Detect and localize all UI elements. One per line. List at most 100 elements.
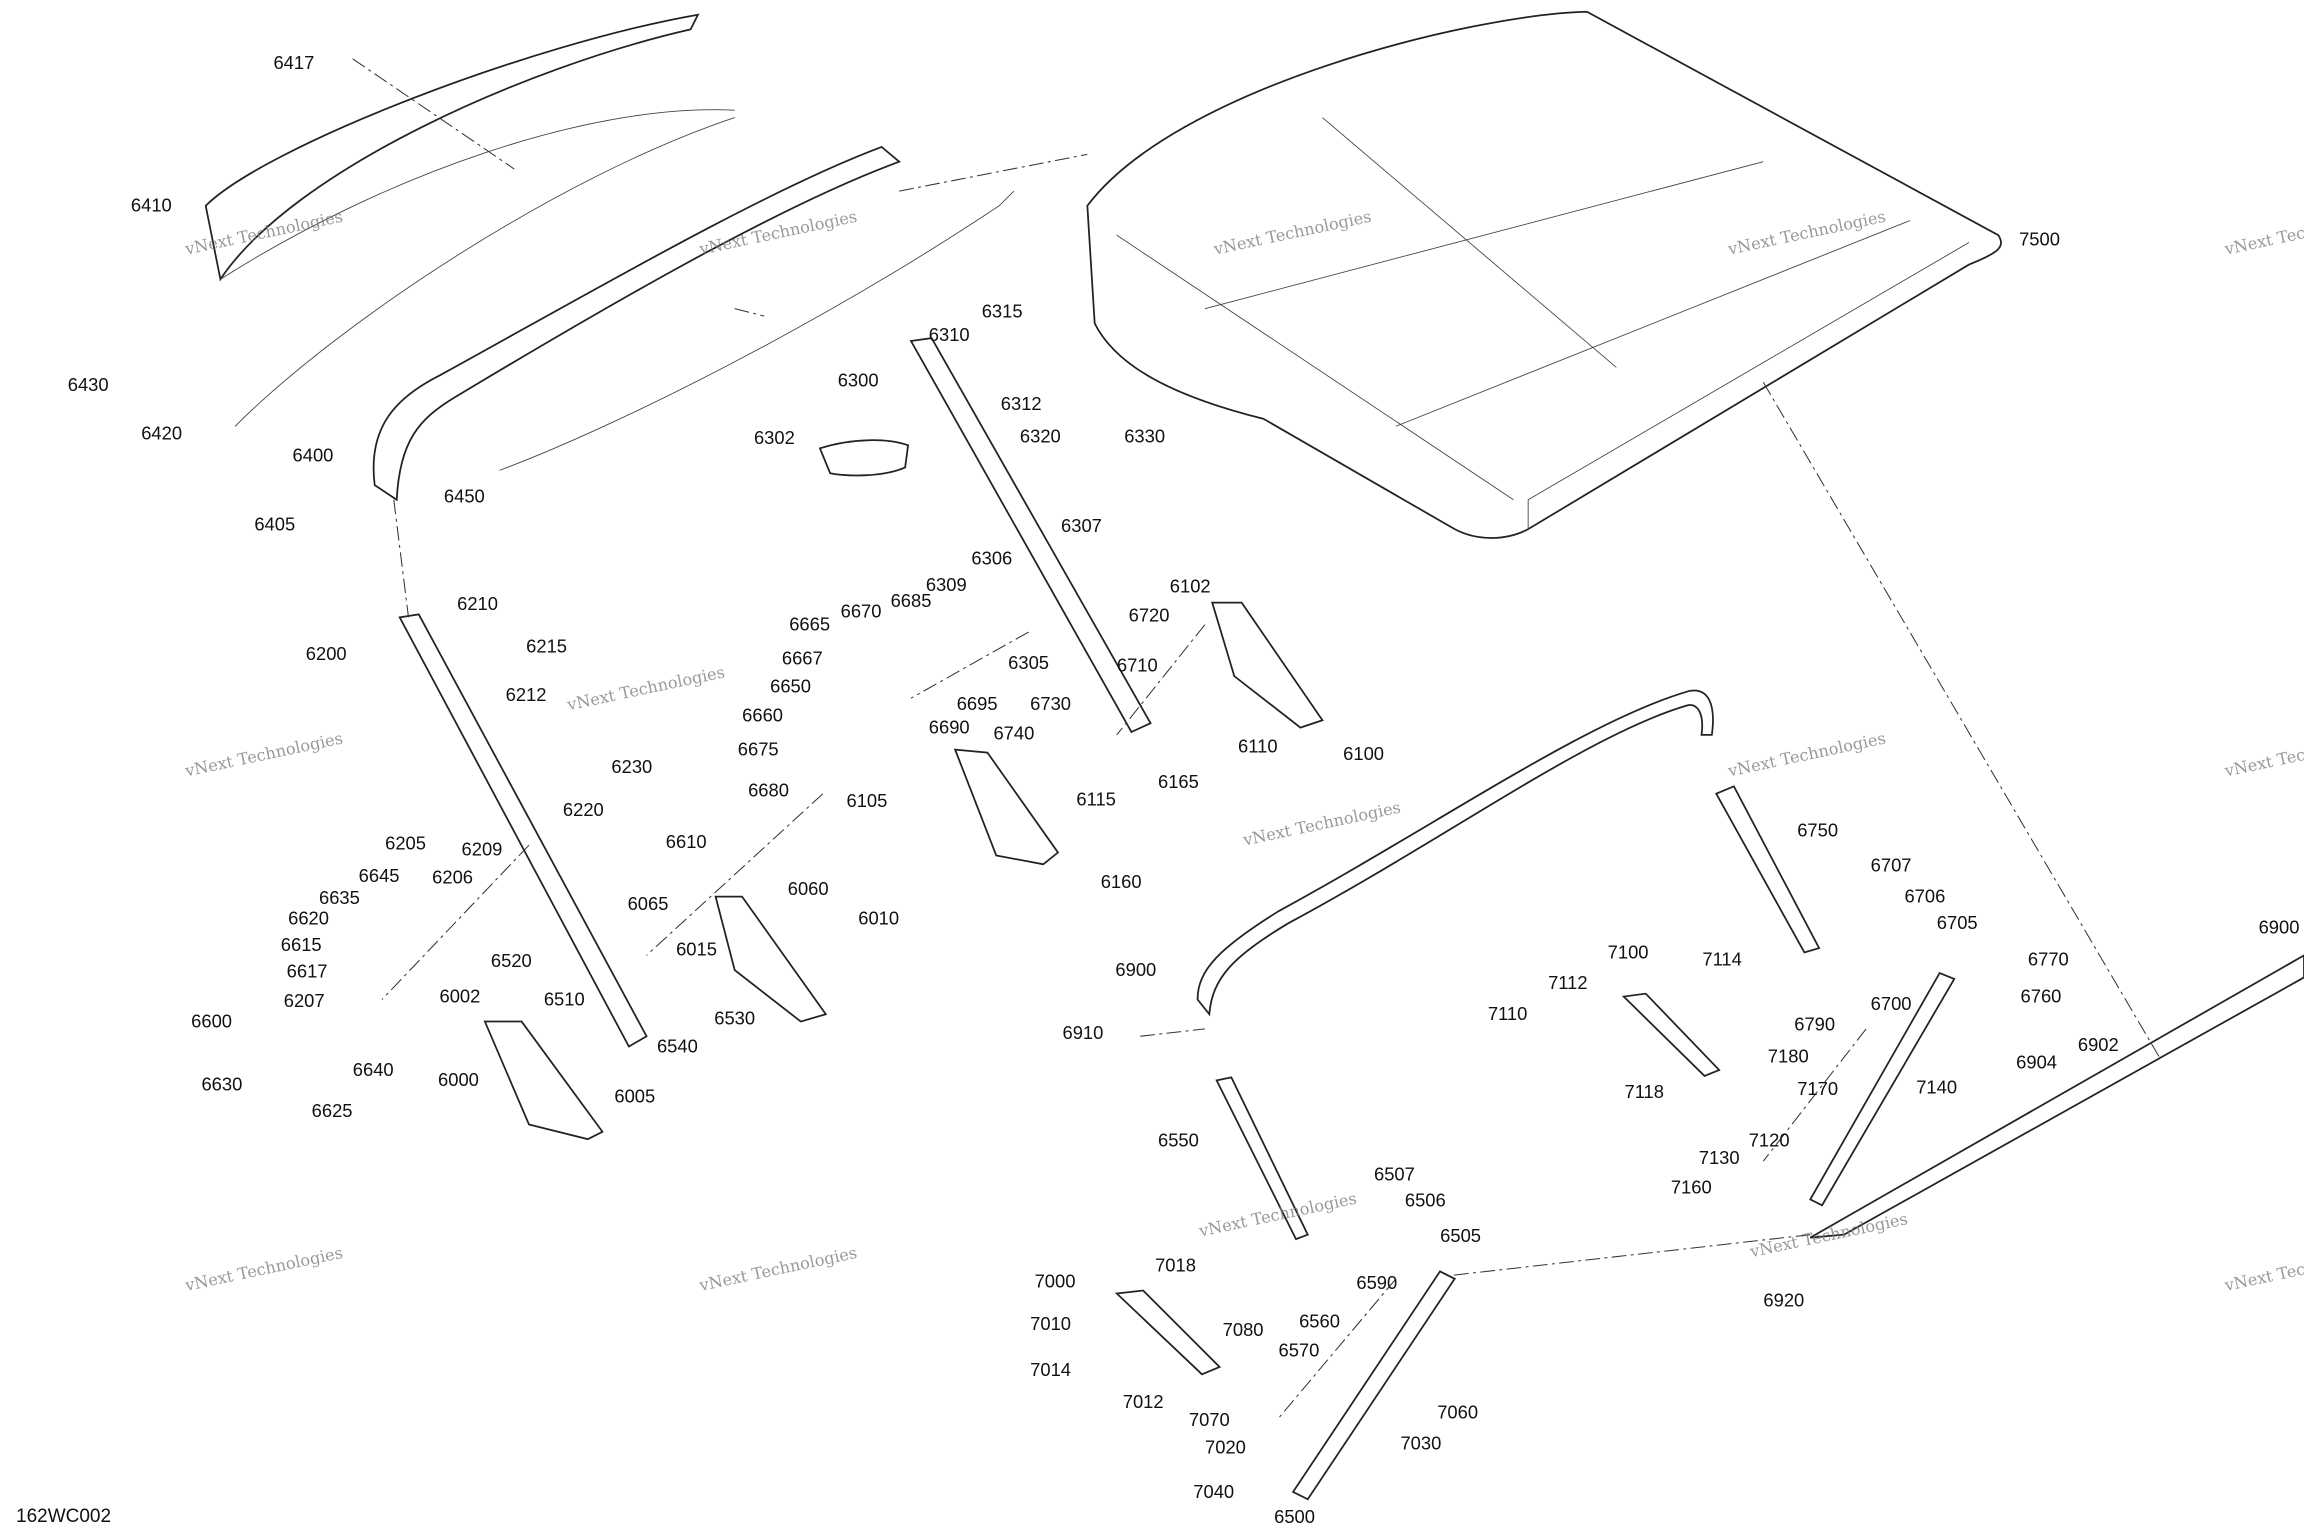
door-panel-6000	[483, 1020, 604, 1141]
part-label-6430: 6430	[68, 374, 109, 395]
part-label-6690: 6690	[929, 716, 970, 737]
top-frame-rails	[220, 109, 735, 427]
part-label-6015: 6015	[676, 938, 717, 959]
part-label-6102: 6102	[1170, 575, 1211, 596]
part-label-6707: 6707	[1871, 855, 1912, 876]
part-label-6417: 6417	[273, 52, 314, 73]
watermark: vNext Technologies	[697, 1243, 859, 1295]
pillar-6200	[398, 613, 648, 1048]
part-label-6750: 6750	[1797, 819, 1838, 840]
part-label-6615: 6615	[281, 934, 322, 955]
part-label-6660: 6660	[742, 705, 783, 726]
part-label-7140: 7140	[1916, 1077, 1957, 1098]
pillar-6700	[1809, 971, 1956, 1207]
part-label-6500: 6500	[1274, 1506, 1315, 1527]
part-label-6105: 6105	[847, 790, 888, 811]
part-label-6206: 6206	[432, 866, 473, 887]
part-label-6010: 6010	[858, 908, 899, 929]
watermark: vNext Technologies	[183, 1243, 345, 1295]
part-label-7120: 7120	[1749, 1129, 1790, 1150]
part-label-6910: 6910	[1063, 1022, 1104, 1043]
part-label-6310: 6310	[929, 324, 970, 345]
part-label-6650: 6650	[770, 675, 811, 696]
roof-panel	[1086, 10, 2002, 539]
part-label-6670: 6670	[841, 600, 882, 621]
watermark: vNext Technologies	[2222, 207, 2304, 259]
part-label-6790: 6790	[1794, 1013, 1835, 1034]
part-label-6209: 6209	[462, 838, 503, 859]
part-label-6200: 6200	[306, 643, 347, 664]
part-label-7020: 7020	[1205, 1437, 1246, 1458]
bracket-7100	[1621, 992, 1721, 1077]
door-panel-6160	[953, 748, 1060, 866]
part-label-6505: 6505	[1440, 1225, 1481, 1246]
assembly-lines	[352, 58, 2161, 1419]
part-label-6920: 6920	[1763, 1290, 1804, 1311]
front-bar	[372, 145, 902, 502]
part-label-7500: 7500	[2019, 228, 2060, 249]
part-label-6710: 6710	[1117, 655, 1158, 676]
watermark: vNext Technologies	[183, 728, 345, 780]
part-label-6640: 6640	[353, 1059, 394, 1080]
part-label-6550: 6550	[1158, 1129, 1199, 1150]
part-label-6115: 6115	[1076, 788, 1115, 809]
part-label-6315: 6315	[982, 300, 1023, 321]
part-label-6060: 6060	[788, 878, 829, 899]
part-label-7040: 7040	[1193, 1481, 1234, 1502]
bar-6900	[1809, 954, 2304, 1239]
part-label-7030: 7030	[1400, 1432, 1441, 1453]
part-label-6680: 6680	[748, 780, 789, 801]
part-label-6300: 6300	[838, 370, 879, 391]
part-label-7070: 7070	[1189, 1409, 1230, 1430]
part-label-6212: 6212	[506, 684, 547, 705]
watermark-text: vNext Technologies	[697, 1243, 859, 1295]
watermark-text: vNext Technologies	[2222, 728, 2304, 780]
part-label-6330: 6330	[1124, 425, 1165, 446]
watermark: vNext Technologies	[2222, 728, 2304, 780]
part-label-7012: 7012	[1123, 1391, 1164, 1412]
part-label-6685: 6685	[891, 590, 932, 611]
part-label-6665: 6665	[789, 614, 830, 635]
part-label-7114: 7114	[1702, 949, 1741, 970]
part-label-6645: 6645	[359, 865, 400, 886]
pillar-6750	[1714, 785, 1821, 954]
watermark: vNext Technologies	[1240, 798, 1402, 850]
part-label-7112: 7112	[1548, 972, 1587, 993]
part-label-7100: 7100	[1608, 941, 1649, 962]
part-label-6065: 6065	[628, 893, 669, 914]
part-label-6220: 6220	[563, 799, 604, 820]
top-frame	[204, 13, 700, 282]
part-label-6506: 6506	[1405, 1190, 1446, 1211]
part-label-6000: 6000	[438, 1069, 479, 1090]
part-label-6165: 6165	[1158, 771, 1199, 792]
part-label-6570: 6570	[1279, 1340, 1320, 1361]
part-label-6617: 6617	[287, 960, 328, 981]
watermark-text: vNext Technologies	[565, 662, 727, 714]
part-label-6002: 6002	[439, 985, 480, 1006]
part-label-6520: 6520	[491, 950, 532, 971]
part-label-6740: 6740	[993, 722, 1034, 743]
rear-bar	[499, 190, 1015, 471]
part-label-6405: 6405	[254, 514, 295, 535]
part-label-6902: 6902	[2078, 1034, 2119, 1055]
part-label-7180: 7180	[1768, 1046, 1809, 1067]
part-label-6450: 6450	[444, 486, 485, 507]
part-label-7080: 7080	[1223, 1319, 1264, 1340]
part-label-6590: 6590	[1356, 1272, 1397, 1293]
part-label-6610: 6610	[666, 831, 707, 852]
part-label-6540: 6540	[657, 1035, 698, 1056]
part-label-6005: 6005	[614, 1085, 655, 1106]
part-label-6695: 6695	[957, 693, 998, 714]
part-label-6507: 6507	[1374, 1163, 1415, 1184]
bracket-7000	[1114, 1289, 1222, 1376]
part-label-6705: 6705	[1937, 912, 1978, 933]
watermark-text: vNext Technologies	[2222, 1243, 2304, 1295]
part-label-6720: 6720	[1129, 605, 1170, 626]
part-label-7160: 7160	[1671, 1177, 1712, 1198]
pillar-6500	[1291, 1270, 1456, 1501]
part-label-6706: 6706	[1904, 885, 1945, 906]
watermark-text: vNext Technologies	[1747, 1209, 1909, 1261]
part-label-6730: 6730	[1030, 693, 1071, 714]
part-label-6770: 6770	[2028, 949, 2069, 970]
part-label-7010: 7010	[1030, 1313, 1071, 1334]
